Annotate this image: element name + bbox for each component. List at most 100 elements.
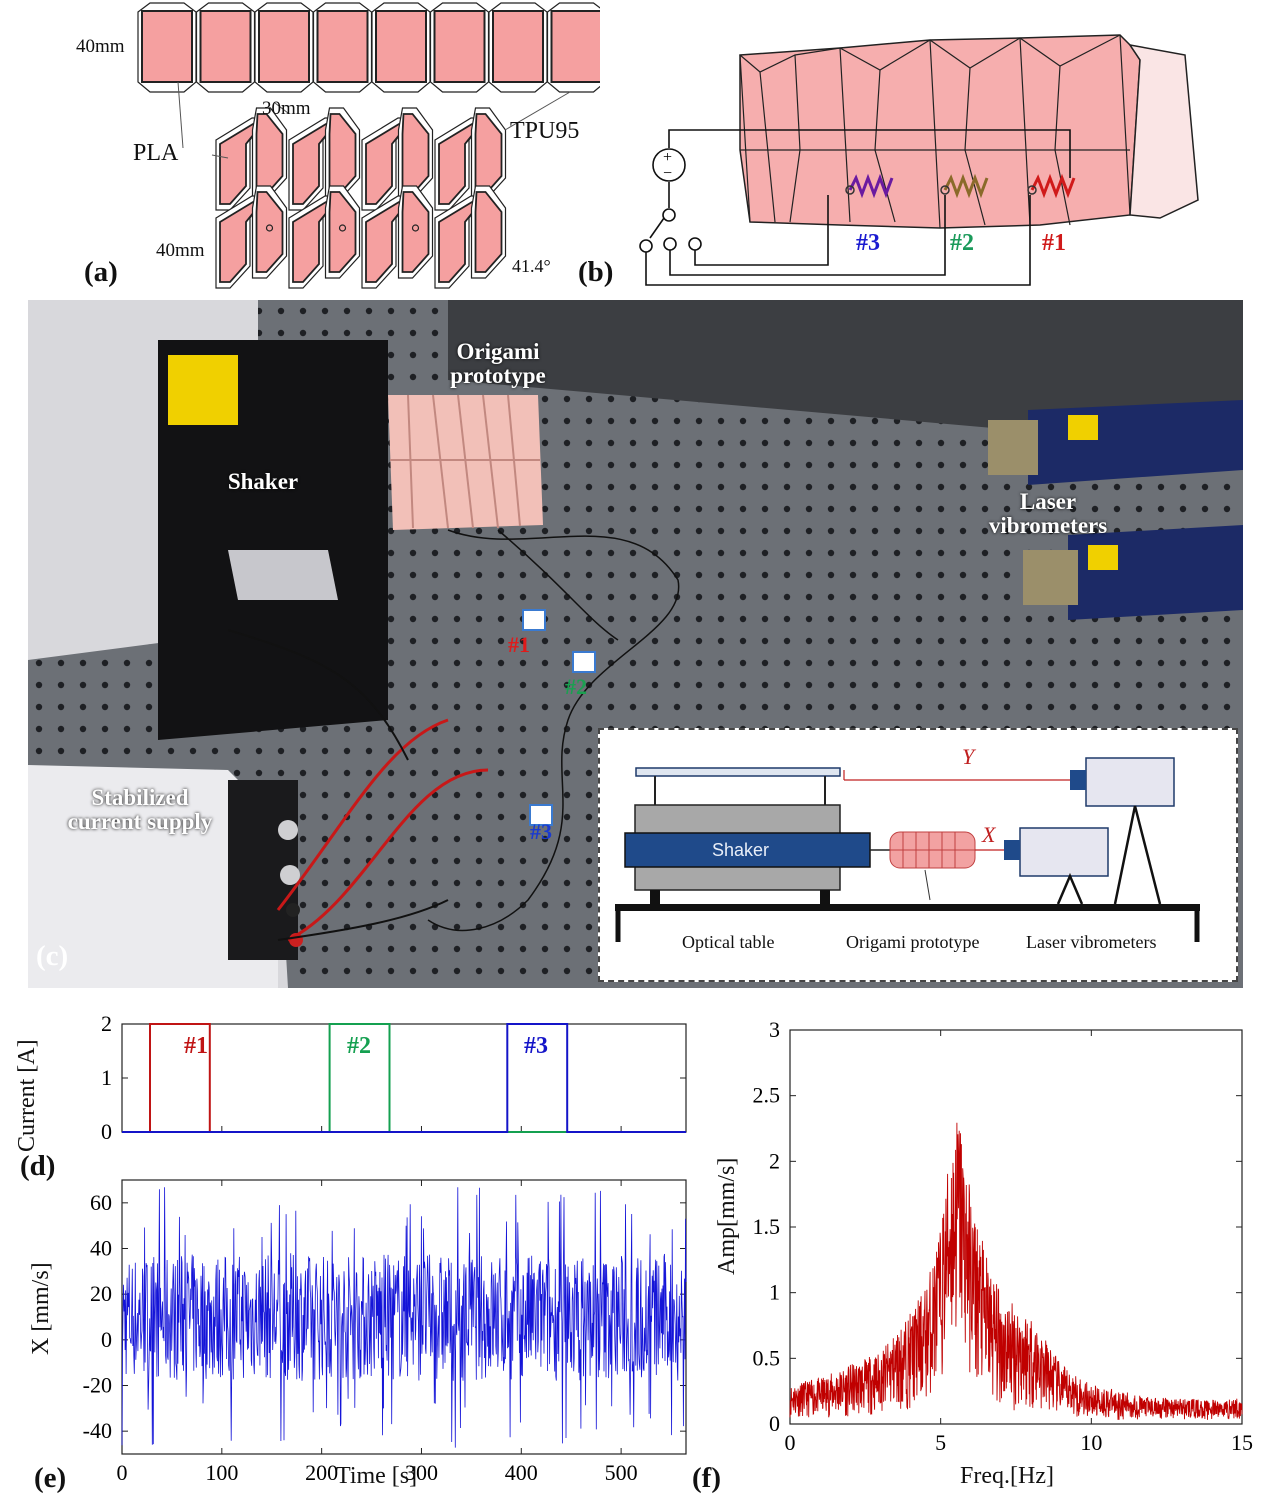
pulse-label-1: #1 <box>184 1033 208 1059</box>
velocity-ylabel: X [mm/s] <box>28 1262 54 1355</box>
label-current-supply: Stabilized current supply <box>67 785 213 835</box>
pulse-label-3: #3 <box>524 1033 548 1059</box>
panel-label-b: (b) <box>578 256 614 288</box>
current-ylabel: Current [A] <box>14 1039 40 1152</box>
y-tick-label: 0 <box>769 1411 780 1436</box>
current-pulse-series <box>122 1023 686 1133</box>
spring-label-1: #1 <box>1042 230 1066 256</box>
y-tick-label: 0 <box>101 1327 112 1352</box>
panel-label-f: (f) <box>692 1462 721 1494</box>
origami-flat-pattern <box>137 2 600 93</box>
current-chart: 012 <box>101 1011 687 1144</box>
flat-cell <box>492 10 544 83</box>
y-tick-label: 20 <box>90 1281 112 1306</box>
laser-vibrometer-bottom <box>1023 525 1243 620</box>
spectrum-signal <box>789 1122 1243 1420</box>
label-origami-prototype: Origami prototype <box>450 339 546 389</box>
x-tick-label: 500 <box>605 1460 638 1485</box>
current-supply-photo <box>28 765 303 988</box>
x-tick-label: 0 <box>785 1430 796 1455</box>
flat-cell <box>258 10 310 83</box>
magnet-dot <box>265 224 274 232</box>
y-tick-label: 0 <box>101 1119 112 1144</box>
inset-origami-prototype <box>889 831 976 869</box>
switch-terminal-1 <box>639 239 653 253</box>
spectrum-xlabel: Freq.[Hz] <box>960 1463 1054 1489</box>
pulse-label-2: #2 <box>347 1033 371 1059</box>
folded-cell <box>328 191 357 273</box>
spring-label-2: #2 <box>950 230 974 256</box>
shaker-body <box>158 340 388 740</box>
x-tick-label: 0 <box>117 1460 128 1485</box>
flat-cell <box>141 10 193 83</box>
y-tick-label: 1.5 <box>753 1214 781 1239</box>
folded-cell <box>255 191 284 273</box>
laser-vibrometer-top <box>988 400 1243 485</box>
y-tick-label: 0.5 <box>753 1345 781 1370</box>
inset-x-label: X <box>982 822 996 847</box>
spring-2 <box>940 173 989 199</box>
tag-label-1: #1 <box>508 632 530 657</box>
inset-shaker-bar <box>624 832 871 868</box>
velocity-xlabel: Time [s] <box>336 1463 418 1489</box>
inset-laser-bottom <box>1019 827 1109 877</box>
x-tick-label: 5 <box>935 1430 946 1455</box>
folded-cell <box>401 191 430 273</box>
flat-cell <box>433 10 486 83</box>
panel-a-leaders <box>177 81 571 159</box>
panel-label-e: (e) <box>34 1462 67 1494</box>
dim-40mm-bottom: 40mm <box>156 240 205 261</box>
switch-terminal-2 <box>663 237 677 251</box>
y-tick-label: 60 <box>90 1190 112 1215</box>
x-tick-label: 300 <box>405 1460 438 1485</box>
panel-label-d: (d) <box>20 1150 56 1182</box>
material-pla-label: PLA <box>133 140 179 166</box>
x-tick-label: 10 <box>1080 1430 1102 1455</box>
svg-text:−: − <box>663 165 672 182</box>
y-tick-label: 2.5 <box>753 1083 781 1108</box>
inset-origami-label: Origami prototype <box>846 932 980 952</box>
magnet-dot <box>411 224 420 232</box>
plot-frame <box>121 1179 687 1455</box>
spring-label-3: #3 <box>856 230 880 256</box>
y-tick-label: 3 <box>769 1017 780 1042</box>
inset-laser-top <box>1085 757 1175 807</box>
velocity-chart: 0 100 200 300 400 500 -40 -20 0 20 40 60 <box>83 1179 687 1485</box>
panel-label-c: (c) <box>36 940 69 972</box>
spring-1 <box>1027 173 1076 199</box>
label-shaker: Shaker <box>227 469 299 494</box>
y-tick-label: -20 <box>83 1373 112 1398</box>
panel-a-diagram <box>137 2 600 289</box>
inset-shaker-label: Shaker <box>712 840 770 860</box>
svg-text:+: + <box>663 149 672 166</box>
setup-schematic-inset: Y X Shaker Optical table Origami prototy… <box>598 728 1238 982</box>
tag-label-2: #2 <box>565 674 587 699</box>
inset-laser-label: Laser vibrometers <box>1026 932 1157 952</box>
y-tick-label: -40 <box>83 1418 112 1443</box>
spring-3 <box>845 173 894 199</box>
y-tick-label: 40 <box>90 1236 112 1261</box>
flat-cell <box>375 10 427 83</box>
velocity-signal <box>121 1187 687 1448</box>
circuit-wires <box>645 129 1071 286</box>
flat-cell <box>550 10 600 83</box>
power-source-icon <box>652 148 686 182</box>
x-tick-label: 400 <box>505 1460 538 1485</box>
y-tick-label: 2 <box>101 1011 112 1036</box>
dim-30mm: 30mm <box>262 98 311 119</box>
x-tick-label: 200 <box>305 1460 338 1485</box>
x-tick-label: 100 <box>205 1460 238 1485</box>
origami-prototype-photo <box>388 394 543 530</box>
y-tick-label: 1 <box>769 1280 780 1305</box>
inset-y-label: Y <box>962 744 975 769</box>
label-laser-vibrometers: Laser vibrometers <box>988 489 1108 539</box>
flat-cell <box>199 10 252 83</box>
material-tpu-label: TPU95 <box>510 118 580 144</box>
switch-pivot <box>662 208 676 222</box>
switch-arm <box>649 217 665 239</box>
switch-terminal-3 <box>688 237 702 251</box>
inset-optical-table <box>615 904 1200 911</box>
dim-40mm-top: 40mm <box>76 36 125 57</box>
origami-folded-pattern <box>215 107 507 289</box>
